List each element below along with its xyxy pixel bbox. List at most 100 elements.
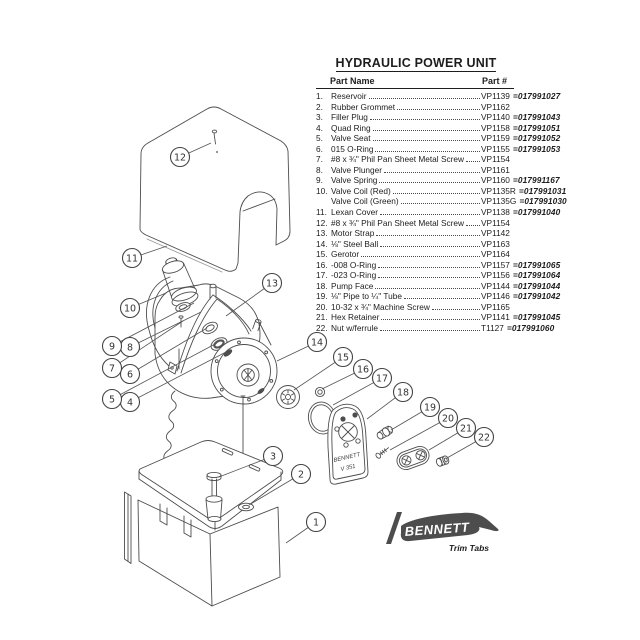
row-number: 22. — [316, 323, 328, 334]
row-part-name: Valve Coil (Red) — [331, 185, 391, 196]
mounting-bracket — [124, 491, 132, 564]
leader-dots — [392, 192, 480, 194]
row-part-name: Nut w/ferrule — [331, 323, 379, 334]
leader-dots — [375, 287, 480, 289]
plate-model-text: V 351 — [340, 464, 356, 473]
table-row: 17. -023 O-Ring VP1156 =017991064 — [316, 270, 568, 281]
table-row: 3. Filler Plug VP1140 =017991043 — [316, 112, 568, 123]
row-part-number: VP1155 — [481, 143, 510, 154]
leader-dots — [369, 119, 480, 121]
table-row: 12. #8 x ¾" Phil Pan Sheet Metal Screw V… — [316, 218, 568, 229]
page-title-text: HYDRAULIC POWER UNIT — [335, 56, 497, 72]
callout-circle-6 — [119, 363, 141, 385]
callout-number-1: 1 — [313, 517, 319, 528]
callout-number-15: 15 — [337, 352, 349, 363]
callout-leader-7 — [111, 320, 184, 369]
leader-dots — [380, 245, 480, 247]
callout-number-10: 10 — [124, 303, 136, 314]
row-order-code: =017991044 — [512, 280, 561, 291]
col-header-part-name: Part Name — [330, 76, 375, 86]
leader-dots — [372, 129, 480, 131]
row-number: 15. — [316, 249, 328, 260]
callout-circle-3 — [262, 445, 284, 467]
row-part-name: Motor Strap — [331, 228, 375, 239]
leader-dots — [403, 298, 480, 300]
row-order-code: =017991065 — [512, 259, 561, 270]
row-number: 11. — [316, 207, 327, 218]
table-row: 15. Gerotor VP1164 — [316, 249, 568, 260]
callout-circle-19 — [419, 396, 441, 418]
row-number: 17. — [316, 270, 328, 281]
table-row: Valve Coil (Green) VP1135G =017991030 — [316, 196, 568, 207]
row-number: 7. — [316, 154, 323, 165]
row-part-name: Rubber Grommet — [331, 101, 396, 112]
row-part-number: VP1135G — [481, 196, 517, 207]
row-part-name: Gerotor — [331, 249, 360, 260]
callout-circle-17 — [371, 367, 393, 389]
table-row: 21. Hex Retainer VP1141 =017991045 — [316, 312, 568, 323]
row-part-name: Reservoir — [331, 91, 367, 101]
callout-number-11: 11 — [126, 253, 138, 264]
row-order-code: =017991027 — [512, 91, 561, 101]
row-part-name: Pump Face — [331, 280, 374, 291]
row-part-number: VP1139 — [481, 91, 510, 101]
callout-leader-6 — [129, 327, 208, 375]
callout-circle-14 — [306, 331, 328, 353]
callout-circle-16 — [352, 358, 374, 380]
row-number: 1. — [316, 91, 323, 101]
table-row: 14. ⅛" Steel Ball VP1163 — [316, 239, 568, 250]
row-part-number: T1127 — [481, 323, 504, 334]
row-part-number: VP1158 — [481, 122, 510, 133]
row-part-number: VP1160 — [481, 175, 510, 186]
page-title: HYDRAULIC POWER UNIT — [316, 56, 516, 72]
row-part-number: VP1156 — [481, 270, 510, 281]
row-part-number: VP1141 — [481, 312, 510, 323]
leader-dots — [379, 182, 480, 184]
row-part-name: 015 O-Ring — [331, 143, 374, 154]
table-row: 1. Reservoir VP1139 =017991027 — [316, 91, 568, 102]
cover-screw — [211, 129, 218, 153]
row-number: 8. — [316, 164, 323, 175]
callout-number-17: 17 — [376, 373, 388, 384]
logo-flag — [400, 512, 499, 542]
table-row: 8. Valve Plunger VP1161 — [316, 165, 568, 176]
row-order-code: =017991030 — [519, 196, 567, 207]
row-order-code: =017991031 — [518, 185, 567, 196]
table-row: 9. Valve Spring VP1160 =017991167 — [316, 175, 568, 186]
row-order-code: =017991051 — [512, 122, 561, 133]
callout-number-5: 5 — [109, 394, 115, 405]
nut-ferrule — [435, 455, 450, 467]
callout-number-8: 8 — [127, 342, 133, 353]
callout-number-22: 22 — [478, 432, 490, 443]
row-number: 12. — [316, 217, 328, 228]
leader-dots — [466, 161, 480, 163]
pump-face-circle — [210, 319, 278, 405]
leader-dots — [368, 98, 480, 99]
row-part-name: -023 O-Ring — [331, 270, 377, 281]
row-part-name: 10-32 x ¾" Machine Screw — [331, 301, 430, 312]
row-part-number: VP1138 — [481, 207, 510, 218]
row-part-name: Lexan Cover — [331, 207, 379, 218]
valve-coil — [161, 257, 199, 307]
callout-circle-1 — [305, 511, 327, 533]
row-order-code: =017991053 — [512, 143, 561, 154]
pipe-tube-fitting — [376, 425, 394, 440]
callout-number-20: 20 — [442, 413, 454, 424]
hex-retainer — [396, 445, 430, 471]
row-part-number: VP1164 — [481, 249, 510, 260]
row-part-name: Valve Coil (Green) — [331, 196, 399, 207]
row-order-code: =017991060 — [506, 323, 555, 334]
callout-circle-20 — [437, 407, 459, 429]
leader-dots — [361, 256, 480, 258]
row-part-name: Hex Retainer — [331, 312, 380, 323]
table-row: 2. Rubber Grommet VP1162 — [316, 102, 568, 113]
leader-dots — [466, 224, 480, 226]
leader-dots — [375, 150, 480, 152]
row-order-code: =017991045 — [512, 312, 561, 323]
table-row: 7. #8 x ¾" Phil Pan Sheet Metal Screw VP… — [316, 154, 568, 165]
row-number: 9. — [316, 175, 323, 186]
logo-pole — [386, 512, 402, 544]
callout-number-4: 4 — [127, 397, 133, 408]
